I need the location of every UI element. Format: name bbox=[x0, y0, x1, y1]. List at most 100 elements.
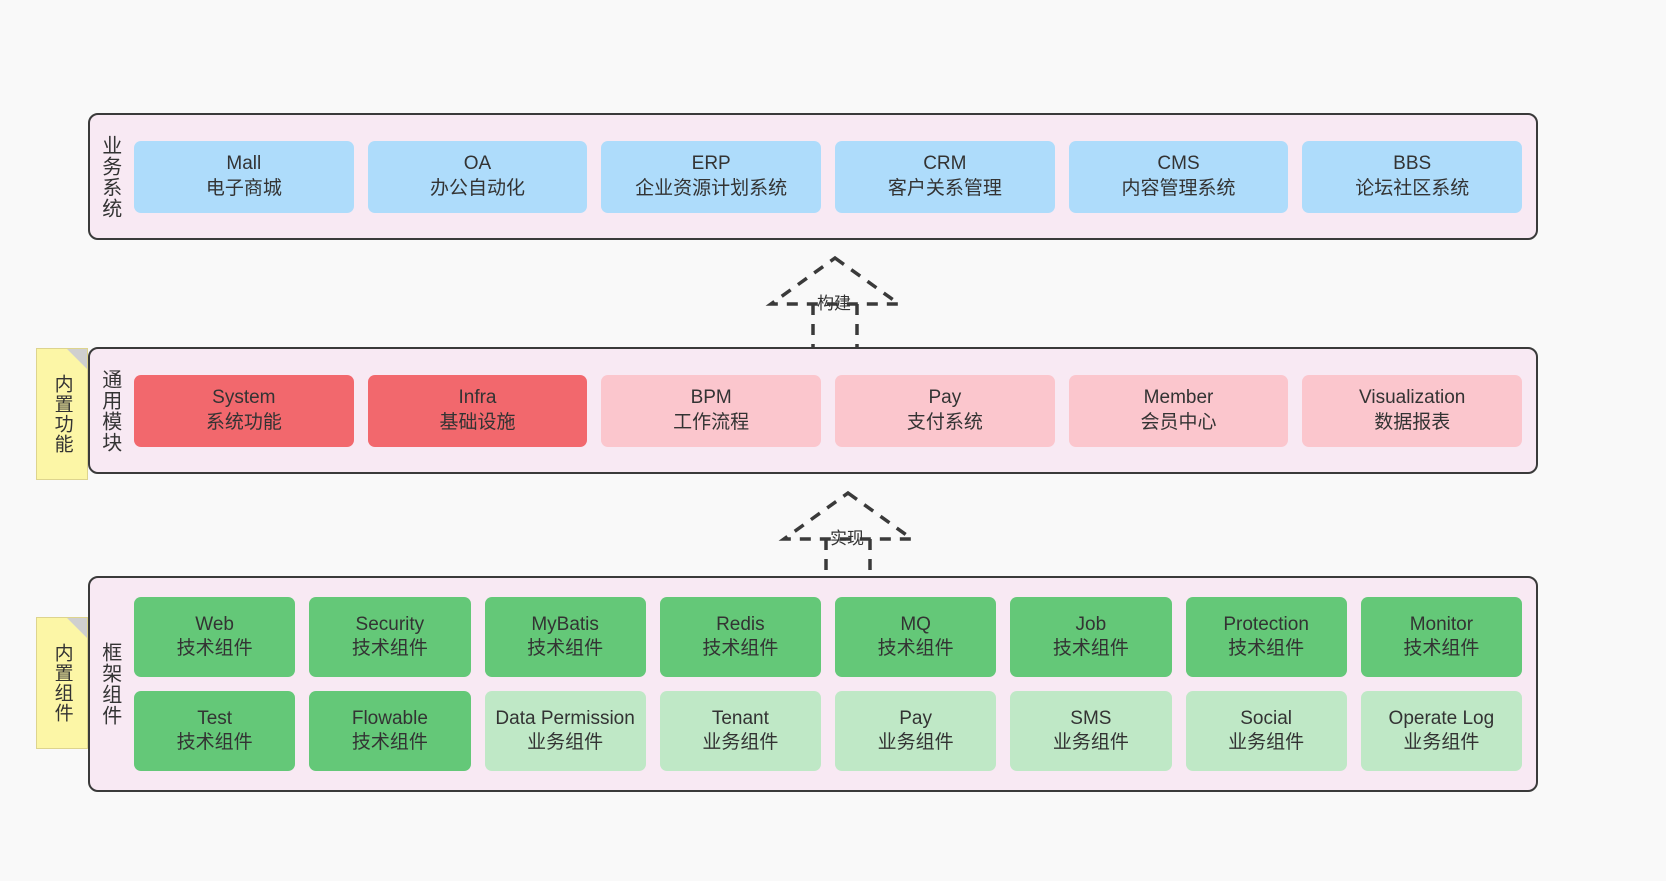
card-title: Operate Log bbox=[1388, 707, 1495, 729]
card-title: BBS bbox=[1393, 153, 1432, 175]
card-subtitle: 内容管理系统 bbox=[1121, 177, 1236, 199]
card-subtitle: 基础设施 bbox=[439, 411, 516, 433]
card-title: MyBatis bbox=[531, 613, 599, 635]
card-mybatis[interactable]: MyBatis 技术组件 bbox=[484, 597, 646, 677]
card-subtitle: 业务组件 bbox=[1228, 732, 1305, 753]
card-title: MQ bbox=[900, 613, 931, 635]
card-subtitle: 支付系统 bbox=[906, 411, 983, 433]
card-subtitle: 技术组件 bbox=[176, 638, 253, 659]
card-security[interactable]: Security 技术组件 bbox=[309, 597, 471, 677]
card-redis[interactable]: Redis 技术组件 bbox=[659, 597, 821, 677]
card-subtitle: 技术组件 bbox=[702, 638, 779, 659]
card-bbs[interactable]: BBS 论坛社区系统 bbox=[1302, 140, 1523, 213]
connector-label-build: 构建 bbox=[817, 294, 851, 313]
card-subtitle: 企业资源计划系统 bbox=[635, 177, 788, 199]
card-subtitle: 业务组件 bbox=[1403, 732, 1480, 753]
layer-body-business-systems: Mall 电子商城 OA 办公自动化 ERP 企业资源计划系统 CRM 客户关系… bbox=[128, 115, 1536, 238]
card-subtitle: 技术组件 bbox=[877, 638, 954, 659]
card-title: Member bbox=[1143, 387, 1214, 409]
card-subtitle: 电子商城 bbox=[205, 177, 282, 199]
card-subtitle: 论坛社区系统 bbox=[1355, 177, 1470, 199]
card-erp[interactable]: ERP 企业资源计划系统 bbox=[601, 140, 822, 213]
note-built-in-features: 内置功能 bbox=[36, 348, 88, 480]
note-text: 内置组件 bbox=[51, 643, 73, 723]
card-subtitle: 系统功能 bbox=[205, 411, 282, 433]
layer-label-business-systems: 业务系统 bbox=[98, 134, 121, 219]
card-subtitle: 业务组件 bbox=[877, 732, 954, 753]
card-title: Protection bbox=[1223, 613, 1309, 635]
card-subtitle: 技术组件 bbox=[1403, 638, 1480, 659]
card-pay[interactable]: Pay 支付系统 bbox=[835, 374, 1055, 447]
card-title: System bbox=[212, 387, 276, 409]
card-title: SMS bbox=[1070, 707, 1112, 729]
card-title: Test bbox=[197, 707, 233, 729]
card-title: Security bbox=[355, 613, 425, 635]
card-data-permission[interactable]: Data Permission 业务组件 bbox=[484, 691, 646, 771]
connector-implement: 实现 bbox=[748, 487, 948, 587]
card-subtitle: 业务组件 bbox=[527, 732, 604, 753]
layer-framework-components: 框架组件 Web 技术组件 Security 技术组件 MyBatis 技术组件… bbox=[88, 576, 1538, 792]
connector-label-implement: 实现 bbox=[830, 529, 864, 548]
card-title: Job bbox=[1075, 613, 1107, 635]
card-title: BPM bbox=[690, 387, 732, 409]
card-bpm[interactable]: BPM 工作流程 bbox=[601, 374, 822, 447]
layer-body-framework-components: Web 技术组件 Security 技术组件 MyBatis 技术组件 Redi… bbox=[128, 578, 1536, 790]
card-member[interactable]: Member 会员中心 bbox=[1068, 374, 1289, 447]
card-title: Mall bbox=[226, 153, 262, 175]
card-subtitle: 技术组件 bbox=[176, 732, 253, 753]
card-test[interactable]: Test 技术组件 bbox=[134, 691, 296, 771]
card-subtitle: 业务组件 bbox=[1052, 732, 1129, 753]
card-mq[interactable]: MQ 技术组件 bbox=[835, 597, 997, 677]
card-cms[interactable]: CMS 内容管理系统 bbox=[1068, 140, 1289, 213]
card-oa[interactable]: OA 办公自动化 bbox=[367, 140, 588, 213]
card-title: Redis bbox=[716, 613, 765, 635]
card-protection[interactable]: Protection 技术组件 bbox=[1185, 597, 1347, 677]
layer-body-common-modules: System 系统功能 Infra 基础设施 BPM 工作流程 Pay 支付系统… bbox=[128, 349, 1536, 472]
card-subtitle: 工作流程 bbox=[673, 411, 750, 433]
card-title: Tenant bbox=[711, 707, 769, 729]
card-title: Flowable bbox=[351, 707, 428, 729]
layer-business-systems: 业务系统 Mall 电子商城 OA 办公自动化 ERP 企业资源计划系统 CRM… bbox=[88, 113, 1538, 240]
card-sms[interactable]: SMS 业务组件 bbox=[1010, 691, 1172, 771]
card-title: Pay bbox=[899, 707, 932, 729]
card-crm[interactable]: CRM 客户关系管理 bbox=[835, 140, 1055, 213]
card-subtitle: 技术组件 bbox=[351, 732, 428, 753]
card-subtitle: 业务组件 bbox=[702, 732, 779, 753]
card-title: Social bbox=[1240, 707, 1292, 729]
card-job[interactable]: Job 技术组件 bbox=[1010, 597, 1172, 677]
note-built-in-components: 内置组件 bbox=[36, 617, 88, 749]
card-title: Monitor bbox=[1409, 613, 1474, 635]
connector-build: 构建 bbox=[735, 252, 935, 352]
card-subtitle: 技术组件 bbox=[351, 638, 428, 659]
card-row: Test 技术组件 Flowable 技术组件 Data Permission … bbox=[134, 691, 1522, 771]
card-mall[interactable]: Mall 电子商城 bbox=[134, 140, 354, 213]
card-title: Data Permission bbox=[495, 707, 635, 729]
card-pay-business[interactable]: Pay 业务组件 bbox=[835, 691, 997, 771]
card-title: OA bbox=[463, 153, 492, 175]
card-system[interactable]: System 系统功能 bbox=[134, 374, 354, 447]
card-social[interactable]: Social 业务组件 bbox=[1185, 691, 1347, 771]
card-title: Visualization bbox=[1359, 387, 1466, 409]
card-web[interactable]: Web 技术组件 bbox=[134, 597, 296, 677]
card-subtitle: 办公自动化 bbox=[430, 177, 526, 199]
note-text: 内置功能 bbox=[51, 374, 73, 454]
layer-label-common-modules: 通用模块 bbox=[98, 368, 121, 453]
card-title: Pay bbox=[928, 387, 962, 409]
card-title: CRM bbox=[923, 153, 967, 175]
card-row: Mall 电子商城 OA 办公自动化 ERP 企业资源计划系统 CRM 客户关系… bbox=[134, 140, 1523, 213]
card-row: Web 技术组件 Security 技术组件 MyBatis 技术组件 Redi… bbox=[134, 597, 1522, 677]
layer-common-modules: 通用模块 System 系统功能 Infra 基础设施 BPM 工作流程 Pay… bbox=[88, 347, 1538, 474]
card-operate-log[interactable]: Operate Log 业务组件 bbox=[1360, 691, 1522, 771]
layer-label-framework-components: 框架组件 bbox=[98, 642, 121, 726]
card-title: Infra bbox=[458, 387, 497, 409]
card-subtitle: 技术组件 bbox=[1052, 638, 1129, 659]
card-flowable[interactable]: Flowable 技术组件 bbox=[309, 691, 471, 771]
card-tenant[interactable]: Tenant 业务组件 bbox=[659, 691, 821, 771]
card-monitor[interactable]: Monitor 技术组件 bbox=[1360, 597, 1522, 677]
card-title: Web bbox=[195, 613, 234, 635]
card-title: ERP bbox=[691, 153, 731, 175]
card-infra[interactable]: Infra 基础设施 bbox=[367, 374, 588, 447]
card-row: System 系统功能 Infra 基础设施 BPM 工作流程 Pay 支付系统… bbox=[134, 374, 1523, 447]
card-visualization[interactable]: Visualization 数据报表 bbox=[1302, 374, 1523, 447]
